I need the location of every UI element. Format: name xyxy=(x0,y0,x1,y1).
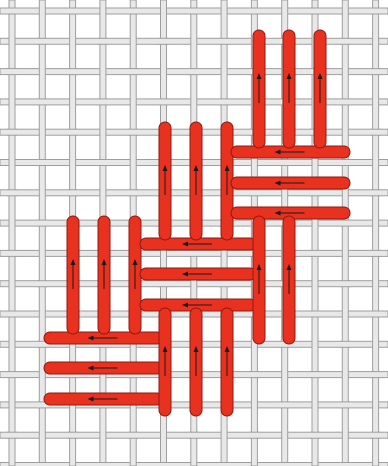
mesh-weave-over xyxy=(128,69,138,75)
mesh-weave-over xyxy=(219,38,229,44)
mesh-weave-over xyxy=(7,190,17,196)
mesh-weave-over xyxy=(371,190,381,196)
mesh-weave-over xyxy=(189,69,199,75)
mesh-weave-over xyxy=(340,463,350,466)
stitch-horizontal xyxy=(237,211,344,216)
mesh-weave-over xyxy=(37,463,47,466)
mesh-weave-over xyxy=(280,402,290,408)
mesh-weave-over xyxy=(280,463,290,466)
stitch-vertical xyxy=(163,128,168,234)
stitch-vertical xyxy=(225,314,230,410)
mesh-weave-over xyxy=(128,190,138,196)
mesh-weave-over xyxy=(371,129,381,135)
mesh-weave-over xyxy=(68,129,78,135)
mesh-weave-over xyxy=(128,8,138,14)
mesh-weave-over xyxy=(68,432,78,438)
stitch-horizontal xyxy=(50,336,157,341)
mesh-weave-over xyxy=(310,372,320,378)
mesh-weave-over xyxy=(37,99,47,105)
mesh-weave-over xyxy=(340,281,350,287)
mesh-weave-over xyxy=(249,190,259,196)
mesh-weave-over xyxy=(371,432,381,438)
mesh-weave-over xyxy=(280,160,290,166)
mesh-weave-over xyxy=(37,38,47,44)
mesh-weave-over xyxy=(249,432,259,438)
mesh-weave-over xyxy=(310,190,320,196)
mesh-weave-over xyxy=(249,372,259,378)
mesh-weave-over xyxy=(37,281,47,287)
stitch-vertical xyxy=(287,222,292,338)
mesh-weave-over xyxy=(128,129,138,135)
stitch-horizontal xyxy=(237,150,344,155)
mesh-weave-over xyxy=(68,8,78,14)
stitch-vertical xyxy=(287,36,292,142)
stitch-vertical xyxy=(194,314,199,410)
mesh-weave-over xyxy=(159,281,169,287)
mesh-weave-over xyxy=(159,38,169,44)
stitch-vertical xyxy=(163,314,168,410)
mesh-weave-over xyxy=(340,220,350,226)
mesh-weave-over xyxy=(189,8,199,14)
mesh-weave-over xyxy=(7,432,17,438)
mesh-weave-over xyxy=(7,129,17,135)
stitch-block-right-vertical xyxy=(257,222,292,338)
mesh-weave-over xyxy=(7,8,17,14)
stitch-vertical xyxy=(318,36,323,142)
stitch-horizontal xyxy=(146,242,250,247)
stitch-horizontal xyxy=(146,303,250,308)
mesh-weave-over xyxy=(310,432,320,438)
mesh-weave-over xyxy=(68,69,78,75)
stitch-horizontal xyxy=(50,366,157,371)
mesh-weave-over xyxy=(340,38,350,44)
mesh-weave-over xyxy=(98,160,108,166)
mesh-weave-over xyxy=(128,432,138,438)
mesh-weave-over xyxy=(159,99,169,105)
mesh-weave-over xyxy=(310,311,320,317)
stitch-vertical xyxy=(257,36,262,142)
mesh-weave-over xyxy=(219,99,229,105)
mesh-weave-over xyxy=(371,250,381,256)
mesh-weave-over xyxy=(68,190,78,196)
mesh-weave-over xyxy=(219,281,229,287)
stitch-vertical xyxy=(71,222,76,328)
stitch-horizontal xyxy=(50,397,157,402)
stitch-vertical xyxy=(225,128,230,234)
mesh-weave-over xyxy=(189,432,199,438)
stitch-block-upper-center-vertical xyxy=(163,128,230,234)
stitch-vertical xyxy=(102,222,107,328)
stitch-vertical xyxy=(133,222,138,328)
mesh-weave-over xyxy=(340,341,350,347)
mesh-weave-over xyxy=(7,372,17,378)
mesh-weave-over xyxy=(7,69,17,75)
mesh-weave-over xyxy=(219,463,229,466)
mesh-weave-over xyxy=(340,99,350,105)
mesh-weave-over xyxy=(7,250,17,256)
stitch-horizontal xyxy=(237,181,344,186)
mesh-weave-over xyxy=(340,402,350,408)
mesh-weave-over xyxy=(159,463,169,466)
mesh-weave-over xyxy=(37,160,47,166)
stitch-vertical xyxy=(194,128,199,234)
mesh-weave-over xyxy=(371,8,381,14)
mesh-weave-over xyxy=(310,250,320,256)
mesh-weave-over xyxy=(371,311,381,317)
stitch-vertical xyxy=(257,222,262,338)
mesh-weave-over xyxy=(249,8,259,14)
mesh-thread-vertical xyxy=(342,0,348,466)
mesh-weave-over xyxy=(98,463,108,466)
mesh-weave-over xyxy=(371,372,381,378)
mesh-weave-over xyxy=(310,8,320,14)
stitch-block-lower-center-vertical xyxy=(163,314,230,410)
mesh-weave-over xyxy=(37,220,47,226)
mesh-weave-over xyxy=(189,250,199,256)
stitch-horizontal xyxy=(146,272,250,277)
mesh-weave-over xyxy=(7,311,17,317)
mesh-weave-over xyxy=(340,160,350,166)
mesh-weave-over xyxy=(98,99,108,105)
mesh-weave-over xyxy=(98,38,108,44)
mesh-weave-over xyxy=(371,69,381,75)
